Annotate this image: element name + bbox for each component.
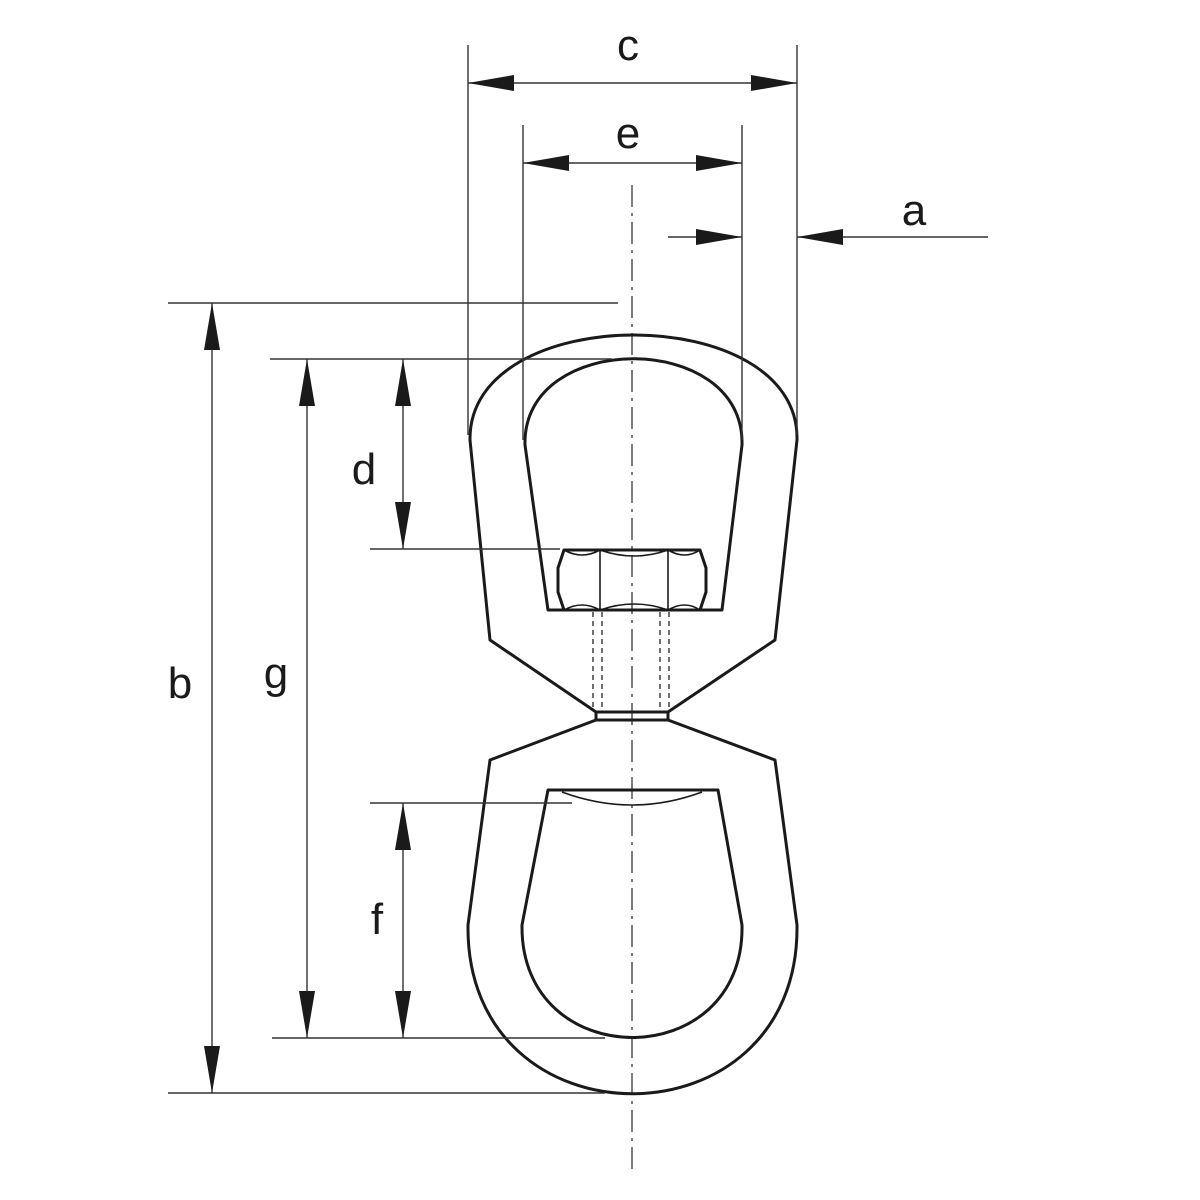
dimension-label-e: e xyxy=(616,109,640,158)
dimension-label-d: d xyxy=(352,445,376,494)
dimension-b: b xyxy=(168,303,220,1093)
dimension-a: a xyxy=(668,186,988,245)
dimension-label-g: g xyxy=(264,649,288,698)
hidden-shank xyxy=(592,612,670,710)
lower-eye-inner xyxy=(520,788,744,1039)
dimension-label-a: a xyxy=(902,186,927,235)
dimension-d: d xyxy=(352,359,411,549)
upper-eye-inner xyxy=(523,357,744,612)
dimension-e: e xyxy=(523,109,742,171)
lower-eye-inner-curve xyxy=(561,791,703,806)
dimension-label-b: b xyxy=(168,659,192,708)
lower-eye-outer xyxy=(466,718,799,1096)
dimension-f: f xyxy=(371,803,411,1038)
dimension-label-c: c xyxy=(617,21,639,70)
upper-eye-outer xyxy=(468,333,799,714)
dimension-g: g xyxy=(264,359,315,1038)
extension-lines xyxy=(168,45,798,1094)
hex-nut xyxy=(556,548,708,612)
dimension-label-f: f xyxy=(371,895,384,944)
dimension-c: c xyxy=(468,21,797,91)
